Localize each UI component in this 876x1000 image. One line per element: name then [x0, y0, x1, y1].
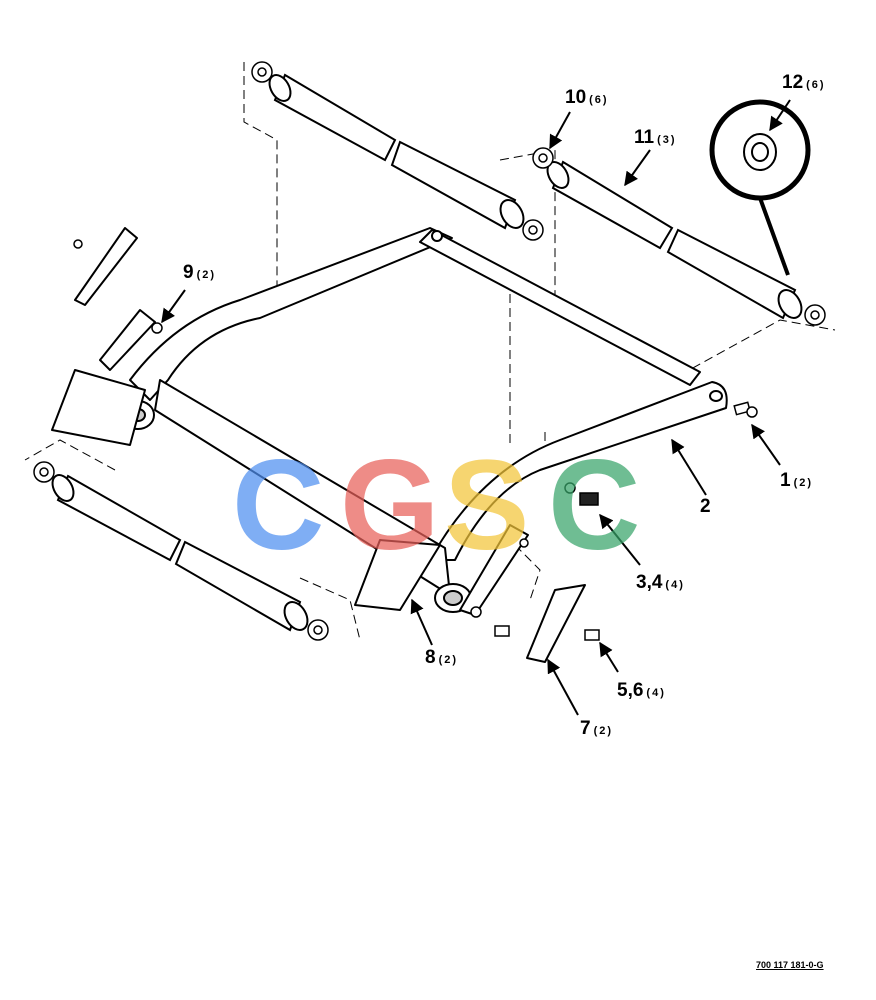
- callout-10: 10(6): [565, 87, 609, 109]
- callout-5-6-quantity: (4): [646, 687, 666, 699]
- rollers: [51, 73, 803, 632]
- callout-11-quantity: (3): [657, 134, 677, 146]
- watermark-letter-2: G: [340, 434, 440, 577]
- alignment-lines: [24, 62, 836, 641]
- watermark-letter-3: S: [444, 434, 530, 577]
- roller-end-caps: [33, 61, 826, 641]
- callout-3-4: 3,4(4): [636, 572, 685, 594]
- callout-3-4-number: 3,4: [636, 572, 663, 593]
- callout-5-6-number: 5,6: [617, 680, 644, 701]
- left-frame-arm: [129, 227, 453, 401]
- callout-11-number: 11: [634, 127, 655, 148]
- roller-top-right-a: [551, 160, 674, 250]
- callout-1-quantity: (2): [793, 477, 814, 489]
- callout-7-quantity: (2): [593, 725, 614, 737]
- callout-8-quantity: (2): [438, 654, 459, 666]
- frame-assembly: [121, 227, 728, 613]
- callout-1-number: 1: [780, 470, 791, 491]
- callout-9-number: 9: [183, 262, 194, 283]
- callout-7-number: 7: [580, 718, 591, 739]
- callout-2: 2: [700, 496, 714, 518]
- roller-bottom-left-b: [174, 540, 302, 632]
- callout-12-quantity: (6): [806, 79, 826, 91]
- leader-lines: [161, 99, 791, 716]
- roller-bottom-left-a: [56, 474, 182, 562]
- roller-top-left-a: [273, 73, 397, 162]
- bearing-detail: [709, 99, 811, 276]
- watermark-letter-4: C: [548, 434, 641, 577]
- right-frame-arm: [429, 381, 728, 561]
- callout-2-number: 2: [700, 496, 711, 517]
- rear-cross-tube: [419, 229, 701, 386]
- callout-11: 11(3): [634, 127, 677, 149]
- callout-8: 8(2): [425, 647, 458, 669]
- roller-top-right-b: [666, 228, 797, 320]
- callout-8-number: 8: [425, 647, 436, 668]
- callout-7: 7(2): [580, 718, 613, 740]
- fasteners: [73, 239, 758, 641]
- callout-9: 9(2): [183, 262, 216, 284]
- right-bracket: [354, 524, 586, 663]
- callout-12-number: 12: [782, 72, 804, 93]
- callout-3-4-quantity: (4): [665, 579, 685, 591]
- callout-12: 12(6): [782, 72, 826, 94]
- callout-9-quantity: (2): [196, 269, 217, 281]
- callout-1: 1(2): [780, 470, 813, 492]
- watermark-letter-1: C: [232, 434, 325, 577]
- drawing-number: 700 117 181-0-G: [756, 960, 824, 970]
- roller-top-left-b: [390, 140, 517, 230]
- callout-5-6: 5,6(4): [617, 680, 666, 702]
- callout-10-quantity: (6): [589, 94, 609, 106]
- callout-10-number: 10: [565, 87, 587, 108]
- left-bracket: [51, 227, 156, 446]
